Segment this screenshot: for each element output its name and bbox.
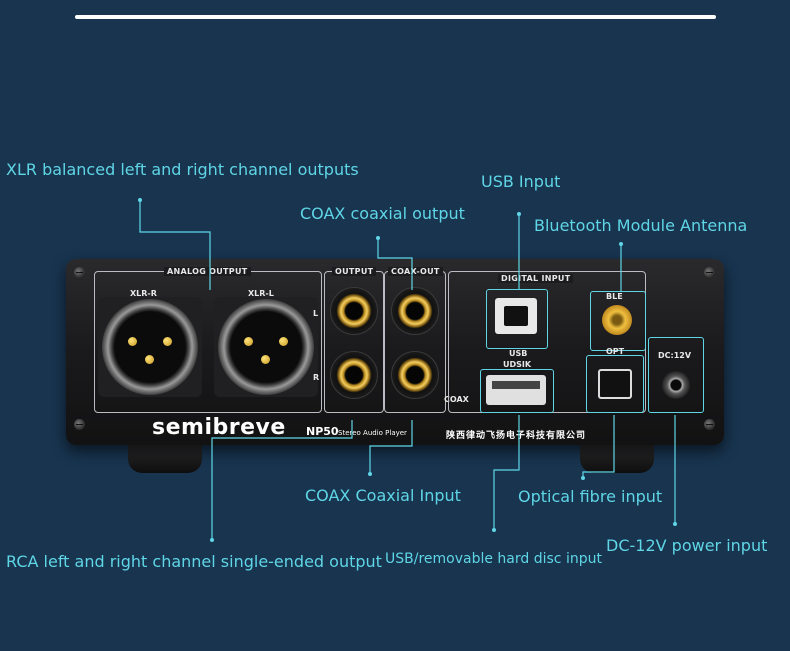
coax-input-jack <box>391 351 439 399</box>
dc-power-jack <box>662 371 690 399</box>
coax-label: COAX <box>444 395 469 404</box>
pin <box>261 355 270 364</box>
right-foot <box>580 443 654 473</box>
dc-highlight <box>648 337 704 413</box>
analog-output-label: ANALOG OUTPUT <box>164 267 251 276</box>
callout-dc-power: DC-12V power input <box>606 536 768 555</box>
pin <box>279 337 288 346</box>
xlr-r-connector <box>102 299 198 395</box>
usb-a-highlight <box>480 369 554 413</box>
callout-coax-output: COAX coaxial output <box>300 204 465 223</box>
usb-highlight <box>486 289 548 349</box>
rca-l-output <box>330 287 378 335</box>
brand-logo: semibreve <box>152 415 286 440</box>
xlr-r-label: XLR-R <box>130 289 157 298</box>
digital-input-label: DIGITAL INPUT <box>498 274 574 283</box>
xlr-l-label: XLR-L <box>248 289 274 298</box>
optical-highlight <box>586 355 644 413</box>
pin <box>128 337 137 346</box>
model-subtitle: Stereo Audio Player <box>338 429 407 437</box>
optical-port <box>598 369 632 399</box>
callout-usb-disk-input: USB/removable hard disc input <box>385 551 602 567</box>
callout-xlr-outputs: XLR balanced left and right channel outp… <box>6 160 359 179</box>
top-divider <box>75 15 716 19</box>
udisk-label: UDSIK <box>503 360 532 369</box>
callout-usb-input: USB Input <box>481 172 561 191</box>
output-label: OUTPUT <box>332 267 377 276</box>
screw-icon <box>704 267 715 278</box>
left-foot <box>128 443 202 473</box>
pin <box>163 337 172 346</box>
ble-highlight <box>590 291 646 351</box>
xlr-l-connector <box>218 299 314 395</box>
screw-icon <box>74 419 85 430</box>
coax-output-jack <box>391 287 439 335</box>
right-channel-label: R <box>313 373 320 382</box>
usb-b-port <box>495 298 537 334</box>
audio-player-rear-panel: ANALOG OUTPUT XLR-R XLR-L OUTPUT L R COA… <box>66 259 724 445</box>
screw-icon <box>704 419 715 430</box>
antenna-connector <box>602 305 632 335</box>
pin <box>244 337 253 346</box>
usb-label: USB <box>509 349 528 358</box>
coax-out-label: COAX-OUT <box>388 267 443 276</box>
rca-r-output <box>330 351 378 399</box>
ble-label: BLE <box>606 292 623 301</box>
dc-12v-label: DC:12V <box>658 351 692 360</box>
pin <box>145 355 154 364</box>
usb-a-port <box>486 375 546 405</box>
left-channel-label: L <box>313 309 319 318</box>
opt-label: OPT <box>606 347 625 356</box>
callout-coax-input: COAX Coaxial Input <box>305 486 461 505</box>
manufacturer-name: 陕西律动飞扬电子科技有限公司 <box>446 431 587 441</box>
callout-bluetooth-antenna: Bluetooth Module Antenna <box>534 216 748 235</box>
callout-rca-output: RCA left and right channel single-ended … <box>6 552 382 571</box>
callout-optical-input: Optical fibre input <box>518 487 663 506</box>
model-name: NP50 <box>306 425 339 438</box>
screw-icon <box>74 267 85 278</box>
